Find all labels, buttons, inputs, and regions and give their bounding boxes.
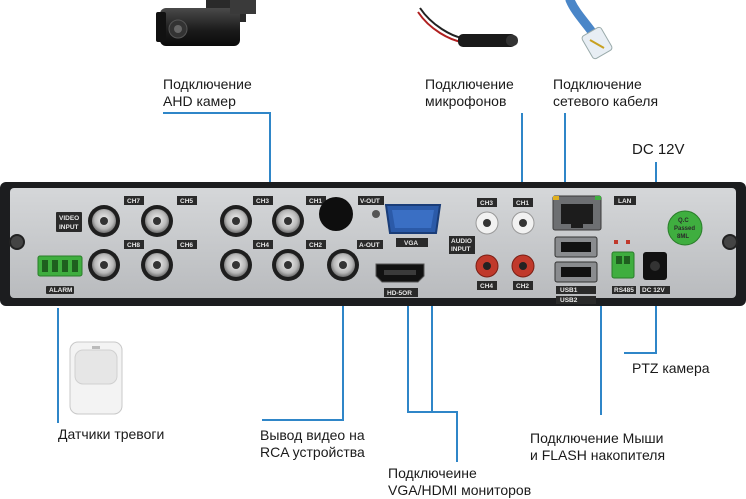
dc12v-label: DC 12V [642, 287, 665, 294]
svg-text:CH1: CH1 [516, 200, 529, 207]
video-input-mark: VIDEO INPUT [56, 212, 82, 232]
rs485-label: RS485 [614, 287, 634, 294]
svg-text:INPUT: INPUT [59, 224, 79, 231]
bnc-ch4 [220, 249, 252, 281]
usb1-label: USB1 [560, 287, 578, 294]
alarm-mark: ALARM [49, 287, 72, 294]
bnc-ch6 [141, 249, 173, 281]
svg-text:CH2: CH2 [516, 283, 529, 290]
ch3-label: CH3 [256, 198, 269, 205]
a-out-label: A-OUT [357, 240, 383, 249]
channel-labels: CH7 CH5 CH3 CH1 CH8 CH6 CH4 CH2 [124, 196, 326, 249]
network-cable-illustration [565, 0, 613, 60]
ahd-camera-illustration [156, 0, 256, 46]
hdmi-port[interactable]: HD-5OR [375, 263, 425, 297]
v-out-port[interactable]: V-OUT [319, 196, 384, 231]
svg-text:CH4: CH4 [480, 283, 493, 290]
label-vga-hdmi: Подключеине VGA/HDMI мониторов [388, 465, 532, 498]
leader-ahd [163, 112, 271, 185]
qc-sticker: Q.C Passed 8ML [667, 210, 703, 246]
leader-rca [262, 280, 344, 421]
vga-label: VGA [404, 240, 418, 247]
ch8-label: CH8 [127, 242, 140, 249]
svg-text:Passed: Passed [674, 226, 695, 232]
alarm-terminal[interactable]: ALARM [37, 255, 83, 294]
usb-ports[interactable]: USB1 USB2 [554, 236, 598, 304]
alarm-sensor-illustration [69, 341, 123, 415]
label-alarm-sensors: Датчики тревоги [58, 426, 165, 442]
ch1-label: CH1 [309, 198, 322, 205]
svg-text:AUDIO: AUDIO [451, 238, 472, 245]
bnc-ch5 [141, 205, 173, 237]
leader-ptz [624, 290, 657, 354]
label-ahd-camera: Подключение AHD камер [163, 76, 252, 109]
svg-text:A-OUT: A-OUT [359, 242, 380, 249]
label-network-cable: Подключение сетевого кабеля [553, 76, 659, 109]
audio-input-block[interactable]: AUDIO INPUT CH3 CH1 CH4 CH2 [449, 198, 535, 290]
bnc-ch1 [272, 205, 304, 237]
dc-jack[interactable]: DC 12V [640, 252, 670, 294]
label-rca-output: Вывод видео на RCA устройства [260, 427, 365, 460]
rs485-terminal[interactable]: RS485 [611, 240, 636, 294]
ch2-label: CH2 [309, 242, 322, 249]
ch7-label: CH7 [127, 198, 140, 205]
bnc-ch3 [220, 205, 252, 237]
v-out-label: V-OUT [360, 198, 380, 205]
svg-text:INPUT: INPUT [451, 246, 471, 253]
svg-text:VIDEO: VIDEO [59, 215, 79, 222]
label-microphone: Подключение микрофонов [425, 76, 514, 109]
svg-text:Q.C: Q.C [678, 218, 689, 224]
lan-port[interactable]: LAN [552, 195, 636, 231]
bnc-ch8 [88, 249, 120, 281]
label-dc-12v: DC 12V [632, 141, 685, 158]
ch6-label: CH6 [180, 242, 193, 249]
svg-text:CH3: CH3 [480, 200, 493, 207]
bnc-a-out [327, 249, 359, 281]
svg-text:8ML: 8ML [677, 234, 689, 240]
label-usb: Подключение Мыши и FLASH накопителя [530, 430, 666, 463]
leader-lines [57, 112, 657, 462]
bnc-ch7 [88, 205, 120, 237]
ch5-label: CH5 [180, 198, 193, 205]
label-ptz-camera: PTZ камера [632, 360, 710, 376]
vga-port[interactable]: VGA [384, 204, 442, 247]
lan-label: LAN [618, 198, 632, 205]
usb2-label: USB2 [560, 297, 578, 304]
hdmi-label: HD-5OR [387, 290, 412, 297]
bnc-ch2 [272, 249, 304, 281]
ch4-label: CH4 [256, 242, 269, 249]
microphone-illustration [417, 7, 518, 47]
bnc-inputs[interactable] [88, 205, 359, 281]
